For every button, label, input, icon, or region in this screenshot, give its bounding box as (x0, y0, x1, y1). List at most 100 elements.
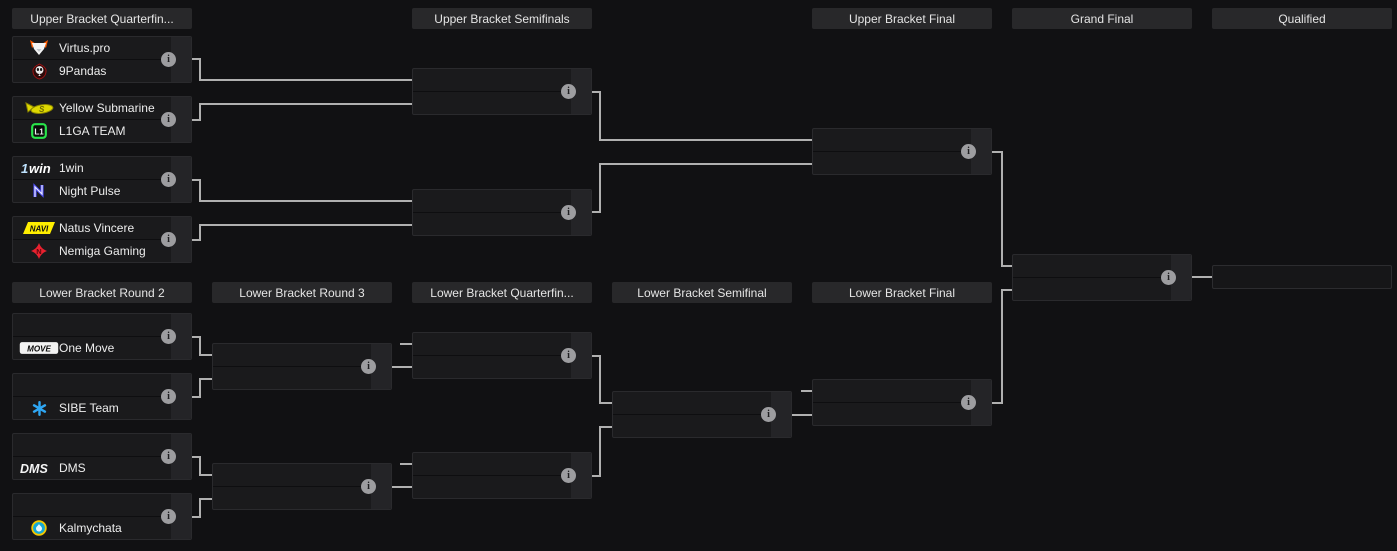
team-slot: Kalmychata (13, 517, 191, 539)
info-icon[interactable]: i (561, 84, 576, 99)
round-header-ub-final: Upper Bracket Final (812, 8, 992, 29)
match-side-column (571, 69, 591, 114)
connector-line (599, 426, 601, 477)
info-icon[interactable]: i (161, 112, 176, 127)
match-slot-divider (13, 239, 191, 240)
match-side-column (171, 374, 191, 419)
connector-line (599, 163, 601, 213)
match-slot-divider (13, 336, 191, 337)
connector-line (1001, 289, 1003, 404)
match-lb-sf[interactable]: i (612, 391, 792, 438)
match-slot-divider (413, 91, 591, 92)
info-icon[interactable]: i (161, 449, 176, 464)
connector-line (992, 402, 1002, 404)
connector-line (192, 239, 200, 241)
info-icon[interactable]: i (161, 509, 176, 524)
connector-line (400, 463, 412, 465)
connector-line (199, 378, 201, 398)
match-ub-final[interactable]: i (812, 128, 992, 175)
match-side-column (571, 453, 591, 498)
match-lb-r2-4[interactable]: Kalmychata i (12, 493, 192, 540)
team-slot: SIBE Team (13, 397, 191, 419)
match-lb-qf-1[interactable]: i (412, 332, 592, 379)
info-icon[interactable]: i (561, 468, 576, 483)
match-slot-divider (13, 516, 191, 517)
connector-line (199, 224, 201, 241)
info-icon[interactable]: i (161, 389, 176, 404)
match-slot-divider (13, 119, 191, 120)
match-side-column (571, 190, 591, 235)
info-icon[interactable]: i (161, 52, 176, 67)
night-pulse-logo-icon (19, 181, 59, 201)
round-header-lb-semifinal: Lower Bracket Semifinal (612, 282, 792, 303)
match-ub-sf-1[interactable]: i (412, 68, 592, 115)
connector-line (592, 91, 600, 93)
connector-line (200, 474, 212, 476)
info-icon[interactable]: i (161, 232, 176, 247)
connector-line (1192, 276, 1212, 278)
connector-line (199, 179, 201, 202)
match-lb-r3-1[interactable]: i (212, 343, 392, 390)
team-name: Yellow Submarine (59, 101, 155, 115)
info-icon[interactable]: i (1161, 270, 1176, 285)
match-side-column (171, 494, 191, 539)
match-side-column (771, 392, 791, 437)
info-icon[interactable]: i (361, 359, 376, 374)
virtus-pro-logo-icon (19, 38, 59, 58)
connector-line (200, 378, 212, 380)
connector-line (200, 498, 212, 500)
connector-line (192, 179, 200, 181)
match-lb-r3-2[interactable]: i (212, 463, 392, 510)
match-slot-divider (413, 355, 591, 356)
info-icon[interactable]: i (761, 407, 776, 422)
round-header-lb-quarterfinals: Lower Bracket Quarterfin... (412, 282, 592, 303)
info-icon[interactable]: i (161, 329, 176, 344)
match-lb-final[interactable]: i (812, 379, 992, 426)
match-ub-sf-2[interactable]: i (412, 189, 592, 236)
connector-line (200, 103, 412, 105)
connector-line (200, 224, 412, 226)
connector-line (199, 103, 201, 121)
info-icon[interactable]: i (361, 479, 376, 494)
connector-line (192, 456, 200, 458)
match-slot-divider (13, 179, 191, 180)
match-side-column (171, 314, 191, 359)
info-icon[interactable]: i (161, 172, 176, 187)
svg-text:DMS: DMS (20, 462, 48, 475)
match-slot-divider (13, 396, 191, 397)
match-grand-final[interactable]: i (1012, 254, 1192, 301)
svg-text:win: win (29, 162, 51, 175)
round-header-grand-final: Grand Final (1012, 8, 1192, 29)
match-slot-divider (613, 414, 791, 415)
info-icon[interactable]: i (561, 205, 576, 220)
team-name: Virtus.pro (59, 41, 111, 55)
svg-text:L1: L1 (34, 128, 44, 137)
connector-line (192, 119, 200, 121)
connector-line (600, 163, 812, 165)
round-header-ub-quarterfinals: Upper Bracket Quarterfin... (12, 8, 192, 29)
connector-line (600, 426, 612, 428)
team-name: One Move (59, 341, 115, 355)
info-icon[interactable]: i (961, 395, 976, 410)
team-name: Kalmychata (59, 521, 122, 535)
info-icon[interactable]: i (561, 348, 576, 363)
svg-text:S: S (39, 105, 45, 114)
match-lb-qf-2[interactable]: i (412, 452, 592, 499)
connector-line (1001, 151, 1003, 267)
9pandas-logo-icon (19, 61, 59, 81)
round-header-lb-round-2: Lower Bracket Round 2 (12, 282, 192, 303)
svg-text:NAVI: NAVI (30, 225, 49, 234)
team-name: Nemiga Gaming (59, 244, 146, 258)
team-slot: 9Pandas (13, 60, 191, 82)
connector-line (200, 79, 412, 81)
info-icon[interactable]: i (961, 144, 976, 159)
